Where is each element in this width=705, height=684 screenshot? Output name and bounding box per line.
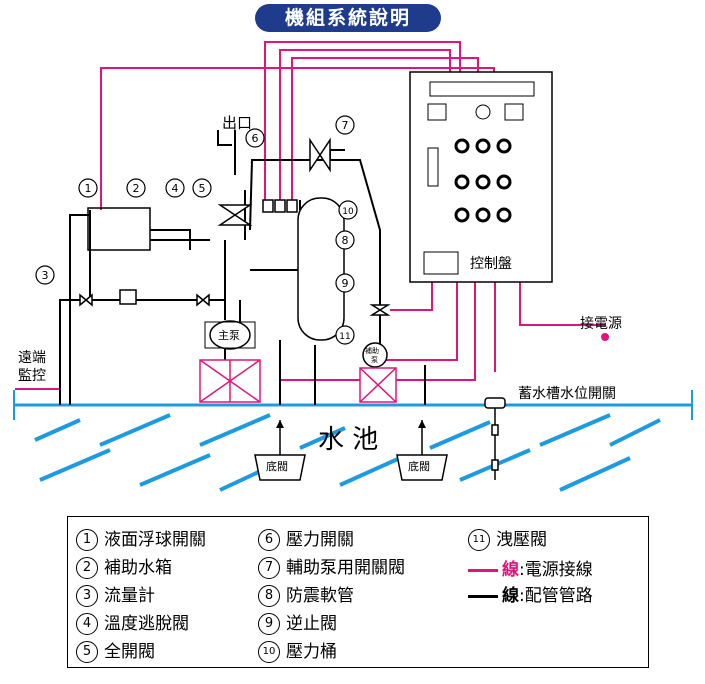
label-power-in: 接電源 — [580, 315, 622, 332]
valves — [79, 137, 391, 316]
label-remote-2: 監控 — [18, 367, 46, 384]
label-main-pump: 主泵 — [218, 329, 240, 342]
callout-5: 5 — [199, 182, 206, 195]
callout-10: 10 — [342, 207, 354, 217]
pump-bases — [199, 359, 397, 403]
callout-3: 3 — [42, 269, 49, 282]
power-terminal — [601, 333, 609, 341]
system-diagram: 1 2 3 4 5 6 7 8 9 10 11 出口 遠端 監控 主泵 補助 泵… — [13, 41, 693, 492]
control-panel — [409, 71, 553, 283]
label-foot-valve-left: 底閥 — [266, 459, 288, 473]
main-pump — [204, 320, 256, 350]
pool — [13, 390, 693, 492]
callout-7: 7 — [342, 119, 349, 132]
label-pool: 水 池 — [318, 425, 378, 455]
callout-6: 6 — [252, 132, 259, 145]
callout-8: 8 — [342, 234, 349, 247]
legend-pipe-line: 線:配管管路 — [468, 581, 593, 606]
callouts — [35, 115, 358, 345]
callout-9: 9 — [342, 277, 349, 290]
legend-power-line: 線:電源接線 — [468, 555, 593, 580]
label-outlet: 出口 — [222, 114, 252, 132]
callout-2: 2 — [133, 182, 140, 195]
aux-pump — [362, 342, 388, 368]
callout-1: 1 — [85, 182, 92, 195]
label-foot-valve-right: 底閥 — [408, 459, 430, 473]
label-control-panel: 控制盤 — [470, 256, 512, 272]
level-switch — [484, 397, 506, 480]
label-aux-pump-1: 補助 — [365, 346, 379, 355]
diagram-title: 機組系統說明 — [255, 4, 441, 32]
callout-4: 4 — [172, 182, 179, 195]
label-level-switch: 蓄水槽水位開關 — [518, 386, 616, 402]
label-remote-1: 遠端 — [18, 350, 46, 366]
label-aux-pump-2: 泵 — [371, 356, 378, 364]
callout-11: 11 — [339, 332, 350, 342]
pressure-tank — [297, 197, 345, 341]
foot-valves — [254, 420, 448, 481]
